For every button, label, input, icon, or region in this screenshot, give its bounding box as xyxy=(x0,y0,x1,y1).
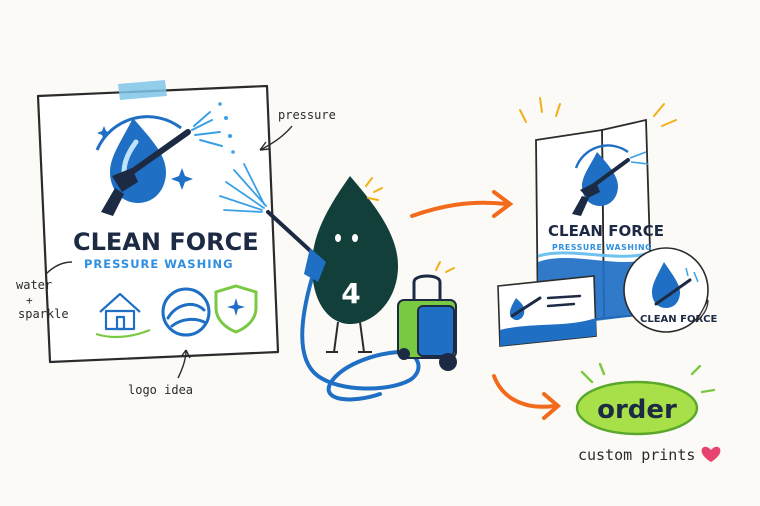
annotation-water-sparkle: water + sparkle xyxy=(16,261,73,321)
water-spray xyxy=(191,102,235,154)
annotation-plus-text: + xyxy=(26,294,33,307)
mascot-water-drop: 4 xyxy=(312,176,398,353)
mascot-leg-left xyxy=(333,321,339,353)
poster-subtitle: PRESSURE WASHING xyxy=(84,257,234,271)
order-button-label: order xyxy=(597,395,677,425)
tape-strip xyxy=(118,80,167,100)
wave-icon xyxy=(161,287,211,337)
spray-wand xyxy=(219,163,326,282)
annotation-sparkle-text: sparkle xyxy=(18,307,69,321)
mascot-eye-left xyxy=(335,234,341,242)
house-icon xyxy=(95,292,151,339)
shield-icon xyxy=(214,284,258,334)
business-card xyxy=(497,275,597,347)
mascot-excitement-marks xyxy=(365,177,383,201)
annotation-pressure-text: pressure xyxy=(278,108,336,122)
heart-icon xyxy=(701,446,721,462)
sticker-text: CLEAN FORCE xyxy=(640,314,718,325)
wand-spray xyxy=(219,163,267,213)
order-button-highlight-marks xyxy=(580,362,716,394)
annotation-logo-idea-text: logo idea xyxy=(128,383,193,397)
mascot-eye-right xyxy=(352,234,358,242)
order-button[interactable]: order xyxy=(575,380,699,436)
pressure-washer-machine xyxy=(397,261,457,371)
logo-poster: CLEAN FORCE PRESSURE WASHING xyxy=(36,80,280,364)
brochure-subtitle: PRESSURE WASHING xyxy=(552,243,652,252)
annotation-water-text: water xyxy=(16,278,52,292)
mascot-number: 4 xyxy=(341,277,360,310)
annotation-pressure: pressure xyxy=(259,108,336,151)
hose xyxy=(300,276,421,402)
brochure-drop-logo xyxy=(572,144,649,216)
arrow-to-prints xyxy=(410,190,514,218)
brochure-title: CLEAN FORCE xyxy=(548,222,664,240)
annotation-logo-idea: logo idea xyxy=(128,349,193,397)
sparkle-icon xyxy=(97,126,193,190)
mascot-leg-right xyxy=(359,321,365,353)
sticker: CLEAN FORCE xyxy=(623,247,718,333)
pressure-washer-gun-icon xyxy=(101,129,191,216)
arrow-to-order xyxy=(492,374,562,420)
order-caption: custom prints xyxy=(578,446,695,464)
poster-title: CLEAN FORCE xyxy=(73,228,259,256)
